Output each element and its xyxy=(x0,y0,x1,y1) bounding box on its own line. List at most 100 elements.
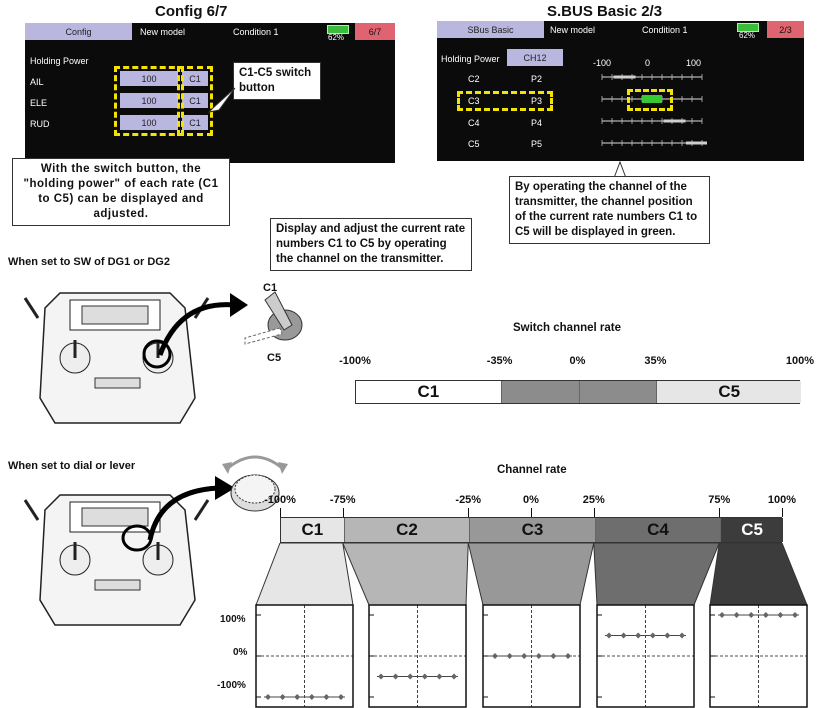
battery-icon xyxy=(737,23,759,32)
highlight-green-bar xyxy=(627,89,673,111)
highlight-values xyxy=(114,66,184,136)
switch-rate-tick-label: -35% xyxy=(486,355,513,367)
projection-C1 xyxy=(255,543,354,606)
output-point xyxy=(323,694,330,700)
output-point xyxy=(436,673,443,680)
output-point xyxy=(338,694,344,700)
switch-rate-segment xyxy=(500,381,579,403)
scale-label: -100 xyxy=(593,58,612,68)
holding-channel-button[interactable]: CH12 xyxy=(507,49,563,66)
sbus-battery: 62% xyxy=(739,31,756,40)
rate-row-c: C2 xyxy=(468,74,480,84)
callout-holding-power: With the switch button, the "holding pow… xyxy=(12,158,230,226)
switch-rate-bar: C1 C5 xyxy=(355,380,801,404)
channel-rate-tick-label: -25% xyxy=(455,494,482,506)
rate-marker xyxy=(613,75,636,79)
output-point xyxy=(378,673,384,680)
rate-row-c: C3 xyxy=(468,96,480,106)
channel-rate-title: Channel rate xyxy=(497,464,567,476)
rate-switch-button-ail[interactable]: C1 xyxy=(182,71,208,86)
channel-rate-tick-label: 0% xyxy=(523,494,539,506)
channel-rate-tick-mark xyxy=(593,508,595,517)
y-axis-label: -100% xyxy=(217,680,246,691)
output-point xyxy=(777,612,784,618)
output-point xyxy=(733,612,740,618)
output-point xyxy=(664,632,671,639)
config-tab[interactable]: Config xyxy=(25,23,132,40)
config-model-name: New model xyxy=(140,27,186,37)
channel-rate-tick-mark xyxy=(531,508,532,517)
channel-rate-tick-mark xyxy=(342,508,344,517)
output-point xyxy=(635,632,642,639)
output-point xyxy=(421,673,428,680)
rate-row-p: P3 xyxy=(531,96,543,106)
output-point xyxy=(294,694,301,700)
current-rate-marker xyxy=(642,95,662,103)
rate-switch-button-rud[interactable]: C1 xyxy=(182,115,208,130)
curved-arrow xyxy=(147,476,235,541)
output-point xyxy=(679,632,685,639)
channel-rate-tick-mark xyxy=(782,508,783,517)
switch-rate-tick-label: -100% xyxy=(339,355,371,367)
y-axis-label: 100% xyxy=(220,614,246,625)
config-battery: 62% xyxy=(328,33,345,42)
rate-switch-button-ele[interactable]: C1 xyxy=(182,93,208,108)
output-point xyxy=(279,694,286,700)
switch-rate-segment: C1 xyxy=(356,381,501,403)
output-point xyxy=(792,612,798,618)
row-label: RUD xyxy=(30,119,50,129)
output-point xyxy=(550,653,557,659)
channel-rate-tick-label: 25% xyxy=(582,494,605,506)
holding-value-ail[interactable]: 100 xyxy=(120,71,178,86)
sbus-holding-power-label: Holding Power xyxy=(441,54,500,64)
rate-row-p: P5 xyxy=(531,139,543,149)
output-point xyxy=(392,673,399,680)
dial-knob-icon xyxy=(222,455,288,512)
holding-value-rud[interactable]: 100 xyxy=(120,115,178,130)
sbus-lcd-screen: SBus Basic New model Condition 1 62% 2/3… xyxy=(437,21,804,161)
holding-value-ele[interactable]: 100 xyxy=(120,93,178,108)
channel-rate-tick-label: 100% xyxy=(767,494,797,506)
output-point xyxy=(565,653,571,659)
config-page-badge[interactable]: 6/7 xyxy=(355,23,395,40)
switch-rate-ticks: -100%-35%0%35%100% xyxy=(339,355,814,371)
channel-rate-segment: C3 xyxy=(469,518,595,542)
row-label: ELE xyxy=(30,98,48,108)
switch-rate-tick-label: 35% xyxy=(644,355,667,367)
sbus-tab[interactable]: SBus Basic xyxy=(437,21,544,38)
callout-switch-button: C1-C5 switch button xyxy=(233,62,321,100)
channel-rate-tick-mark xyxy=(719,508,721,517)
sbus-bars xyxy=(601,74,707,146)
output-point xyxy=(649,632,656,639)
rate-marker xyxy=(663,119,686,123)
channel-rate-tick-mark xyxy=(280,508,281,517)
switch-rate-title: Switch channel rate xyxy=(513,322,622,334)
output-point xyxy=(521,653,528,659)
config-screen-title: Config 6/7 xyxy=(155,3,228,20)
row-label: AIL xyxy=(30,77,44,87)
rate-row-p: P4 xyxy=(531,118,543,128)
output-point xyxy=(606,632,612,639)
output-point xyxy=(535,653,542,659)
channel-rate-segment: C1 xyxy=(281,518,344,542)
sbus-page-badge[interactable]: 2/3 xyxy=(767,21,804,38)
config-condition: Condition 1 xyxy=(233,27,279,37)
output-point xyxy=(719,612,725,618)
switch-rate-segment: C5 xyxy=(656,381,801,403)
output-point xyxy=(308,694,315,700)
output-point xyxy=(451,673,457,680)
rate-marker xyxy=(686,141,707,145)
channel-rate-segment: C4 xyxy=(594,518,721,542)
output-point xyxy=(620,632,627,639)
holding-power-label: Holding Power xyxy=(30,56,89,66)
switch-rate-tick-label: 0% xyxy=(569,355,586,367)
config-lcd-screen: Config New model Condition 1 62% 6/7 Hol… xyxy=(25,23,395,163)
output-point xyxy=(506,653,513,659)
channel-projection xyxy=(255,543,808,708)
projection-C4 xyxy=(593,543,720,606)
toggle-switch-icon xyxy=(244,291,303,345)
switch-rate-segment xyxy=(578,381,657,403)
switch-c1-label: C1 xyxy=(263,282,278,294)
channel-rate-tick-label: 75% xyxy=(708,494,731,506)
